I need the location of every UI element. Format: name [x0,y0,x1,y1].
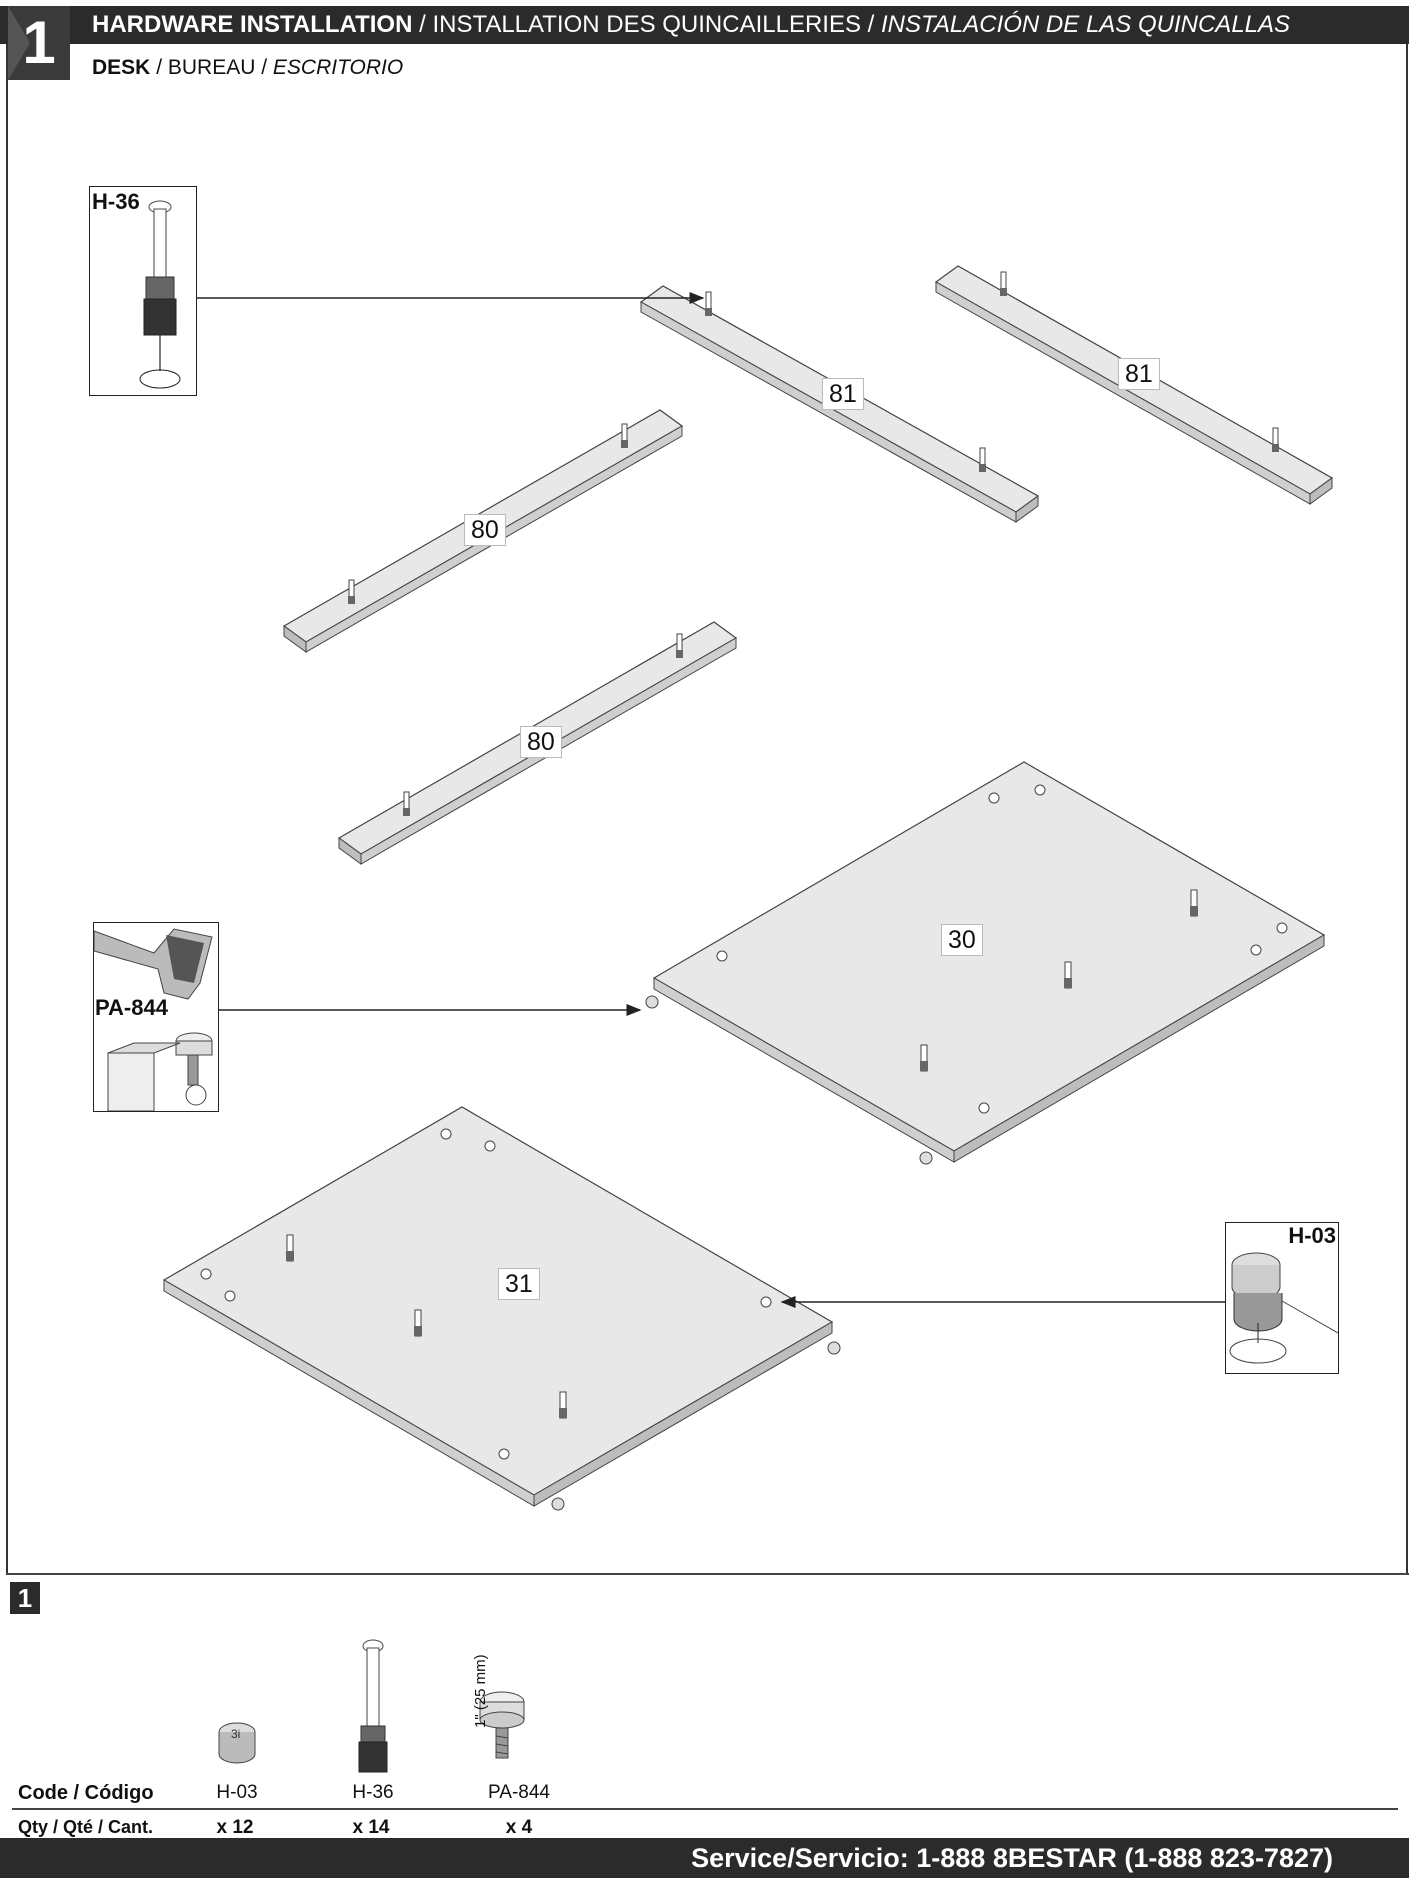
dowel-peg [1000,271,1007,296]
page-subtitle: DESK / BUREAU / ESCRITORIO [92,56,403,80]
dimension-label: 1" (25 mm) [472,1654,489,1728]
callout-h03: H-03 [1225,1222,1339,1374]
cam-lock-hole [498,1448,510,1460]
hardware-qty: x 12 [216,1817,254,1838]
cam-lock-icon: 3i [218,1722,256,1764]
dowel-peg [705,291,712,316]
header-bar [0,6,1409,44]
cam-lock-icon [1229,1252,1338,1364]
subtitle-separator: / [150,56,168,79]
page-border-left [6,44,8,1574]
cam-lock-hole [978,1102,990,1114]
cam-bolt-peg [920,1044,928,1072]
table-divider [12,1808,1398,1810]
cam-lock-hole [440,1128,452,1140]
callout-code: H-03 [1288,1223,1336,1248]
hardware-code: H-03 [216,1782,258,1803]
qty-row-label: Qty / Qté / Cant. [18,1817,154,1837]
cam-bolt-icon [139,200,181,389]
cam-lock-hole [200,1268,212,1280]
cam-lock-hole [716,950,728,962]
glide-screw [645,995,659,1009]
cam-bolt-peg [559,1391,567,1419]
title-english: HARDWARE INSTALLATION [92,11,413,38]
cam-bolt-peg [1064,961,1072,989]
callout-code: PA-844 [95,995,168,1020]
part-label-31: 31 [498,1268,540,1300]
subtitle-english: DESK [92,56,151,79]
dowel-peg [403,791,410,816]
hardware-code: PA-844 [488,1782,550,1803]
cam-lock-hole [1034,784,1046,796]
service-line: Service/Servicio: 1-888 8BESTAR (1-888 8… [691,1838,1333,1878]
panel-31 [162,1106,841,1511]
subtitle-separator: / [255,56,273,79]
glide-screw [551,1497,565,1511]
dowel-peg [979,447,986,472]
cam-bolt-peg [414,1309,422,1337]
hardware-icons: 3i [218,1639,525,1773]
title-french: INSTALLATION DES QUINCAILLERIES [432,11,861,38]
hardware-code: H-36 [352,1782,394,1803]
callout-pa844: PA-844 [93,922,219,1112]
part-label-81: 81 [1118,358,1160,390]
code-row-label: Code / Código [18,1782,154,1804]
svg-text:3i: 3i [231,1727,240,1741]
callout-code: H-36 [92,189,140,214]
footer-bar: Service/Servicio: 1-888 8BESTAR (1-888 8… [0,1838,1409,1878]
dowel-peg [348,579,355,604]
cam-lock-hole [484,1140,496,1152]
glide-screw [827,1341,841,1355]
page-title: HARDWARE INSTALLATION / INSTALLATION DES… [92,6,1290,44]
subtitle-spanish: ESCRITORIO [272,56,404,79]
dowel-peg [676,633,683,658]
page-border-right [1406,44,1408,1574]
part-label-80: 80 [464,514,506,546]
hardware-qty: x 14 [352,1817,390,1838]
cam-lock-hole [988,792,1000,804]
part-label-81: 81 [822,378,864,410]
cam-lock-hole [760,1296,772,1308]
title-separator: / [861,11,882,38]
title-spanish: INSTALACIÓN DE LAS QUINCALLAS [881,11,1291,38]
cam-bolt-peg [286,1234,294,1262]
cam-lock-hole [224,1290,236,1302]
dowel-peg [1272,427,1279,452]
glide-screw [919,1151,933,1165]
hardware-step-badge: 1 [10,1582,40,1614]
cam-lock-hole [1276,922,1288,934]
subtitle-french: BUREAU [167,56,256,79]
glide-icon [479,1691,525,1759]
panel-30 [645,761,1326,1165]
callout-h36: H-36 [89,186,197,396]
dowel-peg [621,423,628,448]
service-phone: 1-888 8BESTAR (1-888 823-7827) [916,1843,1333,1873]
hardware-qty: x 4 [505,1817,533,1838]
assembly-drawing [162,265,1334,1511]
step-badge: 1 [8,6,70,80]
title-separator: / [412,11,433,38]
hammer-glide-icon [94,928,213,1111]
cam-bolt-icon [358,1639,388,1773]
service-label: Service/Servicio: [691,1843,909,1873]
section-divider [6,1573,1409,1575]
cam-lock-hole [1250,944,1262,956]
cam-bolt-peg [1190,889,1198,917]
part-label-30: 30 [941,924,983,956]
part-label-80: 80 [520,726,562,758]
